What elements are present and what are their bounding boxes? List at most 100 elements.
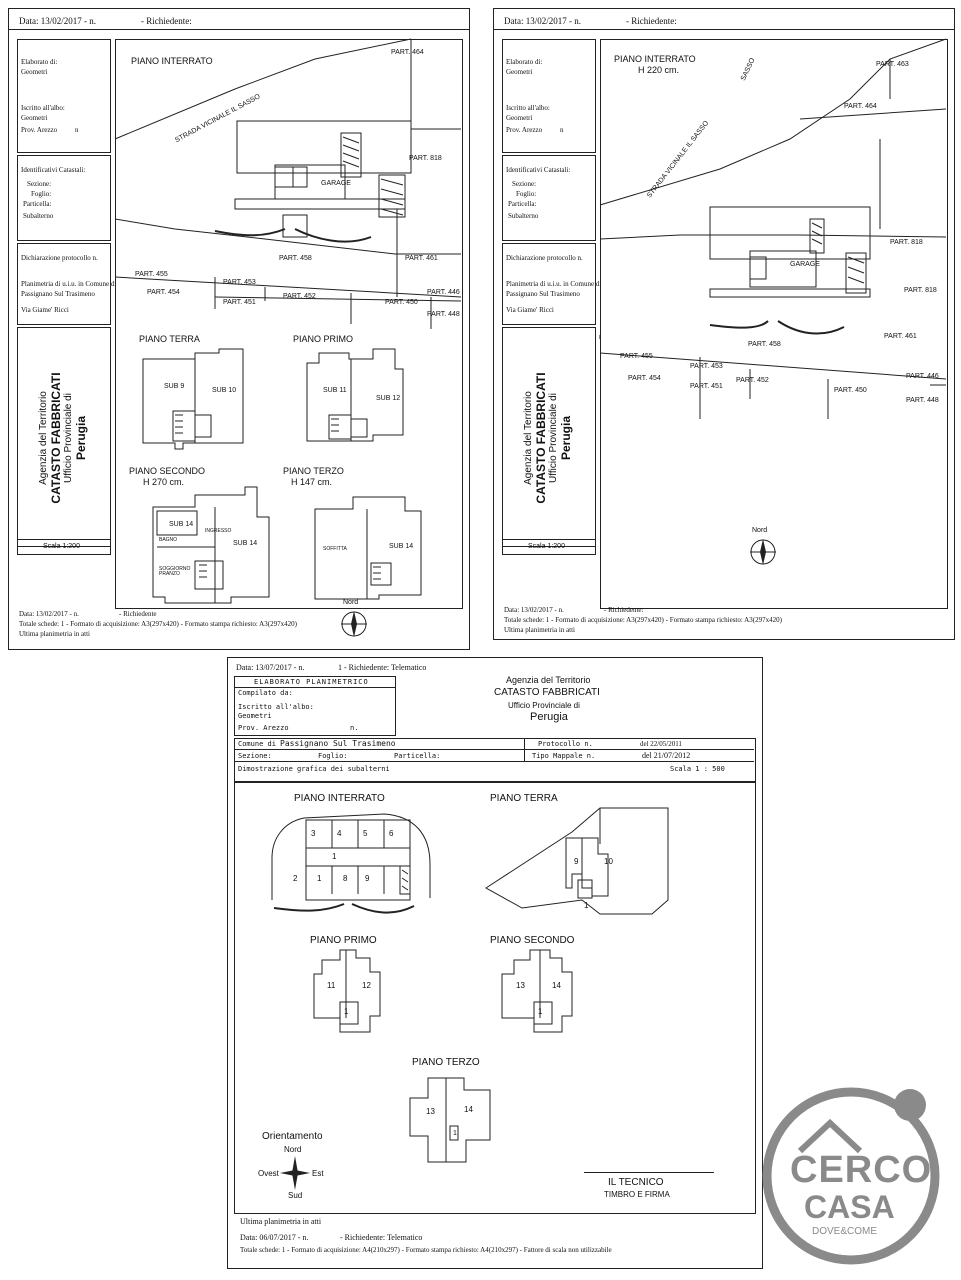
parcel-455: PART. 455 — [135, 271, 168, 278]
footer-totals: Totale schede: 1 - Formato di acquisizio… — [240, 1246, 612, 1254]
province-label: Prov. Arezzo — [506, 126, 543, 134]
stamp-label: TIMBRO E FIRMA — [604, 1190, 670, 1199]
cercocasa-watermark-logo: CERCO CASA DOVE&COME — [760, 1085, 942, 1267]
sheet-label: Foglio: — [31, 190, 52, 198]
subaltern-label: Subalterno — [23, 212, 54, 220]
address: Via Giame' Ricci — [21, 306, 69, 314]
agency-name: Agenzia del Territorio — [506, 675, 591, 685]
third-subalterns-plan — [409, 1077, 491, 1163]
header-date: Data: 13/02/2017 - n. — [19, 16, 96, 26]
parcel-450: PART. 450 — [385, 299, 418, 306]
parcel-452: PART. 452 — [736, 377, 769, 384]
map-type-label: Tipo Mappale n. — [532, 752, 596, 760]
first-sub-1: 1 — [344, 1007, 349, 1016]
city-name: Perugia — [530, 711, 568, 723]
first-sub-12: 12 — [362, 981, 371, 990]
scale-label: Scala 1:200 — [43, 543, 80, 550]
ingresso-label: INGRESSO — [205, 528, 232, 534]
plan-basement-title: PIANO INTERRATO — [294, 793, 385, 804]
ground-sub-1: 1 — [584, 901, 589, 910]
plan-ground-title: PIANO TERRA — [139, 334, 200, 344]
parcel-461: PART. 461 — [405, 255, 438, 262]
plan-basement-height: H 220 cm. — [638, 65, 680, 75]
title-box — [234, 676, 396, 736]
first-subalterns-plan — [313, 949, 381, 1033]
comune-label: Comune di — [238, 740, 276, 748]
cadastral-ids-label: Identificativi Catastali: — [21, 166, 86, 174]
third-sub-14: 14 — [464, 1105, 473, 1114]
profession-value: Geometri — [21, 68, 48, 76]
catasto-title: CATASTO FABBRICATI — [494, 687, 600, 698]
parcel-448: PART. 448 — [906, 397, 939, 404]
subaltern-label: Subalterno — [508, 212, 539, 220]
agency-box — [17, 327, 111, 547]
info-box-author — [502, 39, 596, 153]
sheet-label: Foglio: — [318, 752, 348, 760]
basement-site-plan — [599, 38, 947, 419]
protocol-label: Protocollo n. — [538, 740, 593, 748]
scale-box — [502, 539, 596, 555]
watermark-ring-icon — [762, 1087, 940, 1265]
sub-1b-label: 1 — [317, 874, 322, 883]
parcel-818-a: PART. 818 — [890, 239, 923, 246]
second-sub-1: 1 — [538, 1007, 543, 1016]
parcel-463: PART. 463 — [876, 61, 909, 68]
parcel-label: Particella: — [23, 200, 52, 208]
registered-label: Iscritto all'albo: — [506, 104, 550, 112]
second-subalterns-plan — [501, 949, 573, 1033]
city-name: Perugia — [74, 416, 88, 461]
footer-requester: - Richiedente: Telematico — [340, 1233, 423, 1242]
plan-second-title: PIANO SECONDO — [490, 935, 575, 946]
footer-totals: Totale schede: 1 - Formato di acquisizio… — [504, 616, 782, 624]
orientation-west: Ovest — [258, 1169, 279, 1178]
catasto-title: CATASTO FABBRICATI — [534, 372, 548, 504]
third-floor-plan — [314, 496, 422, 600]
header-requester: - Richiedente: — [141, 16, 192, 26]
second-floor-plan — [152, 486, 270, 604]
orientation-south: Sud — [288, 1191, 303, 1200]
footer-requester: - Richiedente: — [604, 606, 644, 614]
elaborato-planimetrico-sheet: Data: 13/07/2017 - n. 1 - Richiedente: T… — [227, 657, 763, 1269]
comune-value: Passignano Sul Trasimeno — [280, 739, 396, 748]
ground-subalterns-plan — [485, 807, 669, 915]
cadastral-sheet-2: Data: 13/02/2017 - n. - Richiedente: Ela… — [493, 8, 955, 640]
parcel-454: PART. 454 — [628, 375, 661, 382]
parcel-453: PART. 453 — [223, 279, 256, 286]
scale-label: Scala 1 : 500 — [670, 765, 725, 773]
orientation-north: Nord — [284, 1145, 302, 1154]
sub-6-label: 6 — [389, 829, 394, 838]
registered-value: Geometri — [506, 114, 533, 122]
footer-date: Data: 13/02/2017 - n. — [19, 610, 79, 618]
parcel-464: PART. 464 — [391, 49, 424, 56]
office-name: Ufficio Provinciale di — [548, 393, 559, 483]
drawing-area — [600, 39, 948, 609]
registered-label: Iscritto all'albo: — [238, 703, 314, 711]
sub11-label: SUB 11 — [323, 387, 347, 394]
drawing-area — [234, 782, 756, 1214]
sub-8-label: 8 — [343, 874, 348, 883]
prepared-by-label: Elaborato di: — [21, 58, 58, 66]
parcel-label: Particella: — [508, 200, 537, 208]
agency-vertical-title: Agenzia del Territorio CATASTO FABBRICAT… — [523, 328, 573, 548]
sub10-label: SUB 10 — [212, 387, 237, 394]
plan-ground-title: PIANO TERRA — [490, 793, 558, 804]
info-box-protocol — [17, 243, 111, 325]
third-sub-13: 13 — [426, 1107, 435, 1116]
footer-last-plan: Ultima planimetria in atti — [19, 630, 90, 638]
parcel-453: PART. 453 — [690, 363, 723, 370]
catasto-title: CATASTO FABBRICATI — [49, 372, 63, 504]
sub14-label-c: SUB 14 — [389, 543, 414, 550]
compass-icon — [280, 1156, 310, 1190]
orientation-east: Est — [312, 1169, 324, 1178]
garage-label: GARAGE — [321, 180, 351, 187]
sub-4-label: 4 — [337, 829, 342, 838]
plan-second-title: PIANO SECONDO — [129, 466, 206, 476]
first-sub-11: 11 — [327, 981, 336, 990]
basement-subalterns-plan — [271, 813, 431, 914]
watermark-tagline: DOVE&COME — [812, 1226, 878, 1237]
header-requester: 1 - Richiedente: Telematico — [338, 663, 427, 672]
footer-totals: Totale schede: 1 - Formato di acquisizio… — [19, 620, 297, 628]
registered-value: Geometri — [238, 712, 272, 720]
parcel-458: PART. 458 — [748, 341, 781, 348]
plan-note-1: Planimetria di u.i.u. in Comune di — [21, 280, 117, 288]
